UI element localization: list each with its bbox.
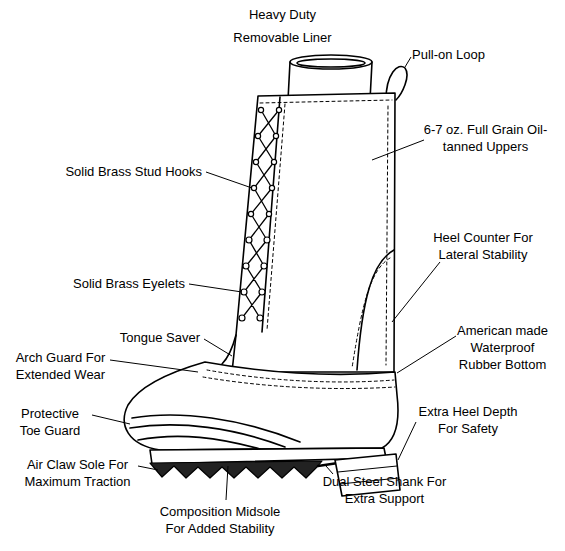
shaft <box>232 93 395 372</box>
part-label: Solid Brass Stud Hooks <box>30 163 202 180</box>
leader-line <box>110 360 198 372</box>
rubber-bottom <box>124 362 398 450</box>
part-label: Protective Toe Guard <box>10 405 90 439</box>
part-label: Dual Steel Shank For Extra Support <box>322 473 447 507</box>
hooks <box>248 107 281 216</box>
toe-stripe <box>130 425 285 447</box>
stitching <box>352 258 390 368</box>
leader-line <box>189 284 242 292</box>
leader-line <box>372 140 424 160</box>
part-label: Composition Midsole For Added Stability <box>150 503 290 537</box>
stitching <box>203 377 395 389</box>
part-label: Air Claw Sole For Maximum Traction <box>10 456 145 490</box>
liner-rim <box>290 55 372 69</box>
part-label: Heel Counter For Lateral Stability <box>418 229 548 263</box>
toe-stripe <box>138 436 260 449</box>
leader-line <box>92 415 130 424</box>
part-label: 6-7 oz. Full Grain Oil-tanned Uppers <box>418 121 553 155</box>
leader-line <box>206 172 252 188</box>
leader-line <box>405 57 411 67</box>
part-label: Solid Brass Eyelets <box>40 275 185 292</box>
lace-panel-edge <box>262 97 280 332</box>
boot-drawing <box>124 55 407 496</box>
stitching <box>267 104 285 330</box>
tongue-saver <box>222 335 236 364</box>
leader-line <box>397 336 456 373</box>
liner-inner <box>297 59 365 67</box>
sole-tread <box>150 461 322 478</box>
part-label: Pull-on Loop <box>412 46 522 63</box>
leader-line <box>204 339 232 356</box>
eyelets <box>239 237 270 321</box>
part-label: American made Waterproof Rubber Bottom <box>450 322 555 373</box>
part-label: Heavy Duty Removable Liner <box>225 3 340 49</box>
part-label: Arch Guard For Extended Wear <box>3 349 118 383</box>
laces <box>242 110 279 318</box>
leader-line <box>326 466 333 474</box>
part-label: Extra Heel Depth For Safety <box>413 403 523 437</box>
stitching <box>386 106 388 365</box>
leader-line <box>392 262 440 322</box>
leader-line <box>398 422 416 460</box>
leader-line <box>226 466 228 500</box>
leader-line <box>138 466 158 470</box>
stitching <box>260 100 392 103</box>
part-label: Tongue Saver <box>100 329 200 346</box>
stitching <box>207 370 394 382</box>
